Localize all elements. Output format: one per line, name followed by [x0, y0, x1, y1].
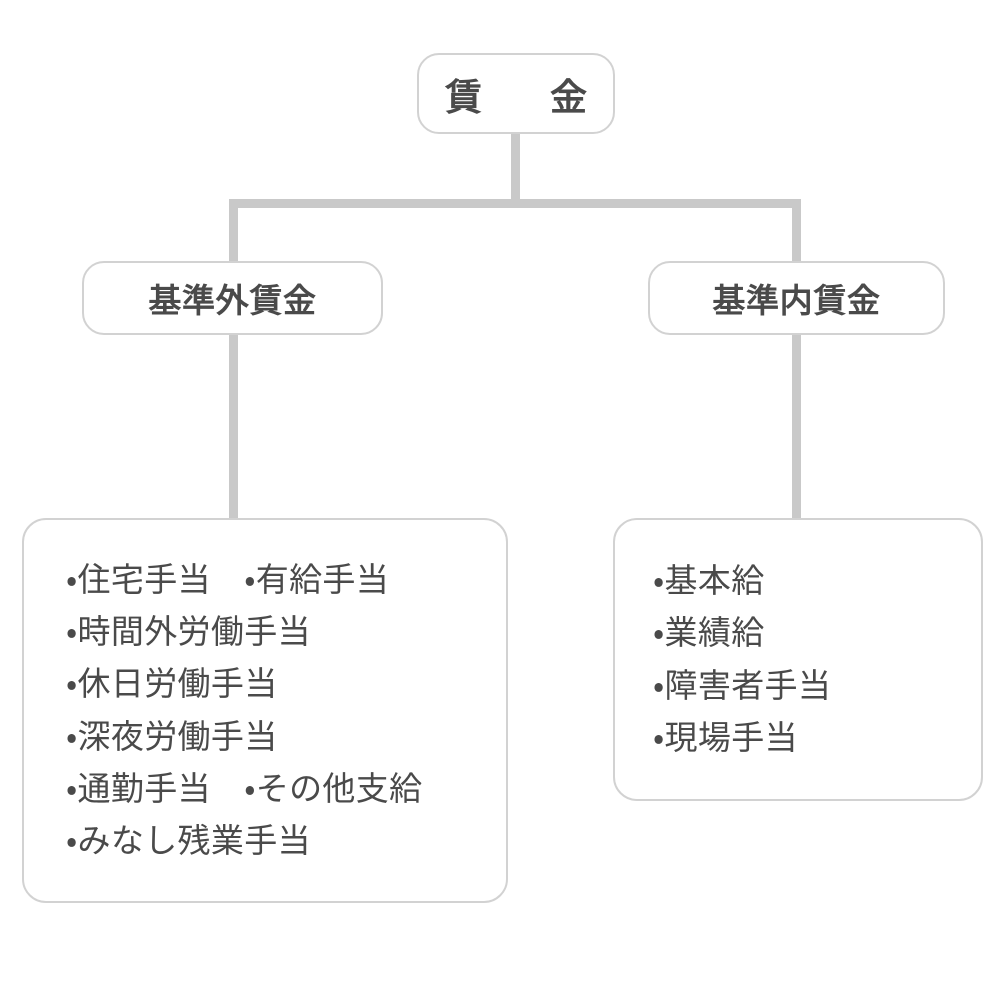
list-item: ・時間外労働手当 [66, 612, 311, 652]
listbox-standard-wage-items: ・基本給 ・業績給 ・障害者手当 ・現場手当 [613, 518, 983, 801]
list-item: ・通勤手当 ・その他支給 [66, 768, 423, 808]
listbox-non-standard-wage-items: ・住宅手当 ・有給手当 ・時間外労働手当 ・休日労働手当 ・深夜労働手当 ・通勤… [22, 518, 508, 903]
node-non-standard-wage: 基準外賃金 [82, 261, 383, 335]
list-item: ・現場手当 [653, 717, 798, 757]
list-standard-wage: ・基本給 ・業績給 ・障害者手当 ・現場手当 [615, 555, 981, 764]
list-item: ・障害者手当 [653, 665, 832, 705]
connector-horizontal-bus [229, 199, 801, 208]
connector-drop-right-lower [792, 330, 801, 522]
node-root-wage: 賃 金 [417, 53, 615, 134]
list-item: ・深夜労働手当 [66, 716, 278, 756]
list-non-standard-wage: ・住宅手当 ・有給手当 ・時間外労働手当 ・休日労働手当 ・深夜労働手当 ・通勤… [24, 554, 506, 867]
node-standard-wage: 基準内賃金 [648, 261, 945, 335]
connector-drop-left-upper [229, 203, 238, 265]
list-item: ・住宅手当 ・有給手当 [66, 560, 390, 600]
list-item: ・業績給 [653, 613, 765, 653]
list-item: ・休日労働手当 [66, 664, 278, 704]
connector-root-stem [511, 128, 520, 204]
connector-drop-left-lower [229, 330, 238, 522]
list-item: ・みなし残業手当 [66, 820, 311, 860]
connector-drop-right-upper [792, 203, 801, 265]
list-item: ・基本給 [653, 561, 765, 601]
